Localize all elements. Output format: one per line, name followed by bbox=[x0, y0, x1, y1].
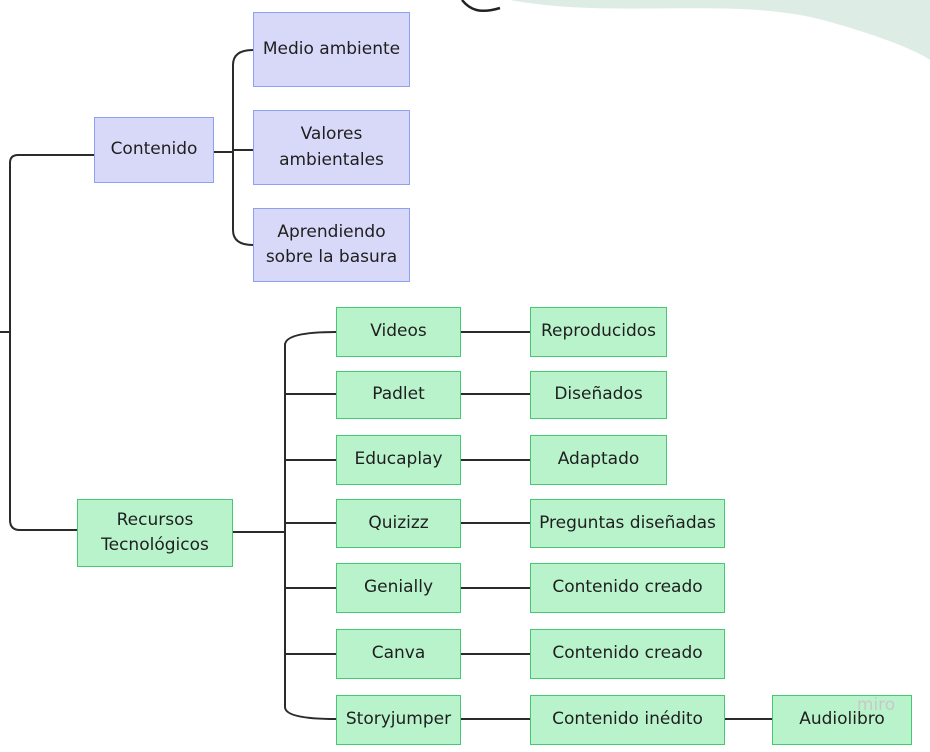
node-label: Adaptado bbox=[557, 449, 640, 470]
node-tool-canva[interactable]: Canva bbox=[336, 629, 461, 679]
node-tool-padlet[interactable]: Padlet bbox=[336, 371, 461, 419]
node-recursos-tecnologicos[interactable]: Recursos Tecnológicos bbox=[77, 499, 233, 567]
node-label: Contenido creado bbox=[552, 643, 703, 664]
node-result-reproducidos[interactable]: Reproducidos bbox=[530, 307, 667, 357]
node-result-contenido-creado-canva[interactable]: Contenido creado bbox=[530, 629, 725, 679]
node-medio-ambiente[interactable]: Medio ambiente bbox=[253, 12, 410, 87]
miro-watermark: miro bbox=[856, 695, 896, 715]
decorative-wave-line bbox=[461, 0, 501, 12]
node-label: Contenido inédito bbox=[552, 709, 703, 730]
node-label: Genially bbox=[363, 577, 434, 598]
node-result-preguntas-disenadas[interactable]: Preguntas diseñadas bbox=[530, 499, 725, 548]
node-result-disenados[interactable]: Diseñados bbox=[530, 371, 667, 419]
node-label: Quizizz bbox=[368, 512, 429, 533]
node-label: Padlet bbox=[372, 384, 425, 405]
node-label: Contenido bbox=[110, 139, 198, 160]
node-label: Storyjumper bbox=[345, 709, 452, 730]
node-tool-storyjumper[interactable]: Storyjumper bbox=[336, 695, 461, 745]
connector-root-trunk bbox=[9, 154, 77, 531]
node-label: Aprendiendo sobre la basura bbox=[265, 221, 398, 268]
node-label: Audiolibro bbox=[799, 709, 885, 730]
node-label: Preguntas diseñadas bbox=[539, 512, 716, 533]
node-result-contenido-inedito[interactable]: Contenido inédito bbox=[530, 695, 725, 745]
decorative-wave-fill bbox=[510, 0, 930, 60]
node-label: Contenido creado bbox=[552, 577, 703, 598]
node-tool-videos[interactable]: Videos bbox=[336, 307, 461, 357]
node-label: Valores ambientales bbox=[279, 124, 384, 170]
node-label: Videos bbox=[370, 321, 427, 342]
node-tool-genially[interactable]: Genially bbox=[336, 563, 461, 613]
node-valores-ambientales[interactable]: Valores ambientales bbox=[253, 110, 410, 185]
node-label: Recursos Tecnológicos bbox=[101, 509, 209, 556]
node-label: Medio ambiente bbox=[262, 38, 401, 59]
connector-recursos-vertical bbox=[284, 331, 337, 720]
node-result-contenido-creado-genially[interactable]: Contenido creado bbox=[530, 563, 725, 613]
node-contenido[interactable]: Contenido bbox=[94, 117, 214, 183]
node-label: Canva bbox=[371, 643, 426, 664]
node-label: Diseñados bbox=[554, 384, 643, 405]
node-label: Educaplay bbox=[354, 449, 443, 470]
connector-contenido-vertical bbox=[232, 49, 254, 246]
node-tool-quizizz[interactable]: Quizizz bbox=[336, 499, 461, 548]
node-tool-educaplay[interactable]: Educaplay bbox=[336, 435, 461, 485]
node-result-adaptado[interactable]: Adaptado bbox=[530, 435, 667, 485]
node-audiolibro[interactable]: Audiolibro bbox=[772, 695, 912, 745]
node-aprendiendo-sobre-la-basura[interactable]: Aprendiendo sobre la basura bbox=[253, 208, 410, 282]
node-label: Reproducidos bbox=[541, 321, 656, 342]
